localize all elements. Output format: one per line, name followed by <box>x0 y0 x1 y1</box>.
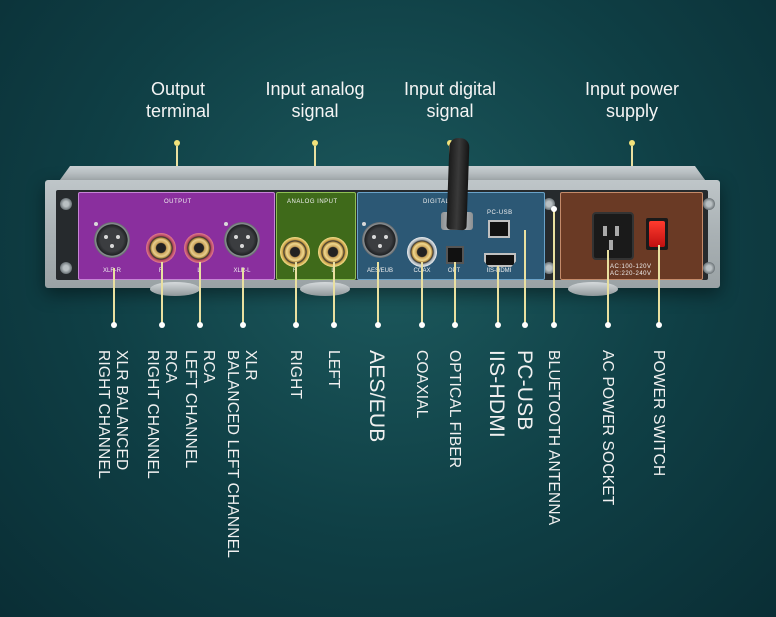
line-iis <box>497 266 499 323</box>
dot-pcusb <box>522 322 528 328</box>
label-input-power-text: Input power supply <box>584 79 680 121</box>
device-foot-center <box>300 282 350 296</box>
device-foot-right <box>568 282 618 296</box>
label-xlr-balanced-left: XLR BALANCED LEFT CHANNEL <box>223 350 259 558</box>
screw-icon <box>60 262 72 274</box>
dot-xlr-right <box>111 322 117 328</box>
label-aes-eub: AES/EUB <box>365 350 388 443</box>
dot-iis <box>495 322 501 328</box>
label-xlr-right-line2: RIGHT CHANNEL <box>95 350 112 479</box>
dot-rca-right <box>159 322 165 328</box>
pc-usb-port <box>488 220 510 238</box>
line-optical <box>454 262 456 323</box>
panel-caption-pcusb: PC-USB <box>487 210 513 216</box>
line-rca-right <box>161 262 163 323</box>
dot-aes <box>375 322 381 328</box>
dot-analog-left <box>331 322 337 328</box>
label-rca-right: RCA RIGHT CHANNEL <box>143 350 179 479</box>
label-rca-left: RCA LEFT CHANNEL <box>181 350 217 468</box>
label-xlr-balanced-right: XLR BALANCED RIGHT CHANNEL <box>94 350 130 479</box>
screw-icon <box>703 198 715 210</box>
iis-hdmi-port <box>484 253 516 267</box>
label-ac-power-socket: AC POWER SOCKET <box>599 350 616 506</box>
dot-xlr-left <box>240 322 246 328</box>
dot-optical <box>452 322 458 328</box>
chassis-top <box>57 166 708 184</box>
xlr-left-connector <box>224 222 260 258</box>
port-label-aes: AES/EUB <box>366 268 394 274</box>
label-xlr-left-line2: BALANCED LEFT CHANNEL <box>224 350 241 559</box>
label-xlr-right-line1: XLR BALANCED <box>113 350 130 471</box>
dot-coax <box>419 322 425 328</box>
ac-rating-2: AC:220-240V <box>610 271 652 277</box>
line-xlr-right <box>113 268 115 323</box>
line-xlr-left <box>242 268 244 323</box>
label-input-analog-text: Input analog signal <box>265 79 365 121</box>
line-analog-left <box>333 262 335 323</box>
line-aes <box>377 262 379 323</box>
label-left: LEFT <box>325 350 342 389</box>
dot-power-switch <box>656 322 662 328</box>
rca-left-connector <box>184 233 214 263</box>
port-label-iis: IIS-HDMI <box>486 268 512 274</box>
dot-ac-socket <box>605 322 611 328</box>
port-label-xlr-r: XLR-R <box>102 268 122 274</box>
label-iis-hdmi: IIS-HDMI <box>485 350 508 438</box>
aes-connector <box>362 222 398 258</box>
screw-icon <box>703 262 715 274</box>
line-power-switch <box>658 245 660 323</box>
line-bluetooth <box>553 210 555 323</box>
label-rca-left-line1: RCA <box>200 350 217 384</box>
dot-bluetooth <box>551 322 557 328</box>
panel-analog-input <box>276 192 356 280</box>
label-coaxial: COAXIAL <box>413 350 430 419</box>
label-rca-left-line2: LEFT CHANNEL <box>182 350 199 469</box>
label-input-analog: Input analog signal <box>255 78 375 122</box>
label-power-switch: POWER SWITCH <box>650 350 667 477</box>
label-input-power: Input power supply <box>577 78 687 122</box>
label-output-terminal-text: Output terminal <box>145 79 211 121</box>
label-right: RIGHT <box>287 350 304 400</box>
dot-output <box>174 140 180 146</box>
label-output-terminal: Output terminal <box>133 78 223 122</box>
dot-analog <box>312 140 318 146</box>
line-ac-socket <box>607 250 609 323</box>
dot-power <box>629 140 635 146</box>
ac-rating-1: AC:100-120V <box>610 264 652 270</box>
label-rca-right-line2: RIGHT CHANNEL <box>144 350 161 479</box>
power-switch-icon <box>646 218 668 250</box>
panel-caption-analog: ANALOG INPUT <box>287 199 338 205</box>
dot-analog-right <box>293 322 299 328</box>
ac-power-socket-icon <box>592 212 634 260</box>
line-coax <box>421 262 423 323</box>
screw-icon <box>60 198 72 210</box>
screw-icon <box>543 262 555 274</box>
line-analog-right <box>295 262 297 323</box>
panel-caption-output: OUTPUT <box>164 199 192 205</box>
line-rca-left <box>199 262 201 323</box>
dot-rca-left <box>197 322 203 328</box>
label-bluetooth-antenna: BLUETOOTH ANTENNA <box>545 350 562 526</box>
label-rca-right-line1: RCA <box>162 350 179 384</box>
device-foot-left <box>150 282 200 296</box>
label-pc-usb: PC-USB <box>513 350 536 431</box>
xlr-right-connector <box>94 222 130 258</box>
label-optical-fiber: OPTICAL FIBER <box>446 350 463 469</box>
panel-caption-digital: DIGITAL <box>423 199 450 205</box>
line-pcusb <box>524 230 526 323</box>
label-input-digital: Input digital signal <box>395 78 505 122</box>
dot-bluetooth-top <box>551 206 557 212</box>
label-input-digital-text: Input digital signal <box>403 79 497 121</box>
bluetooth-antenna-icon <box>446 137 470 231</box>
label-xlr-left-line1: XLR <box>242 350 259 381</box>
rca-right-connector <box>146 233 176 263</box>
